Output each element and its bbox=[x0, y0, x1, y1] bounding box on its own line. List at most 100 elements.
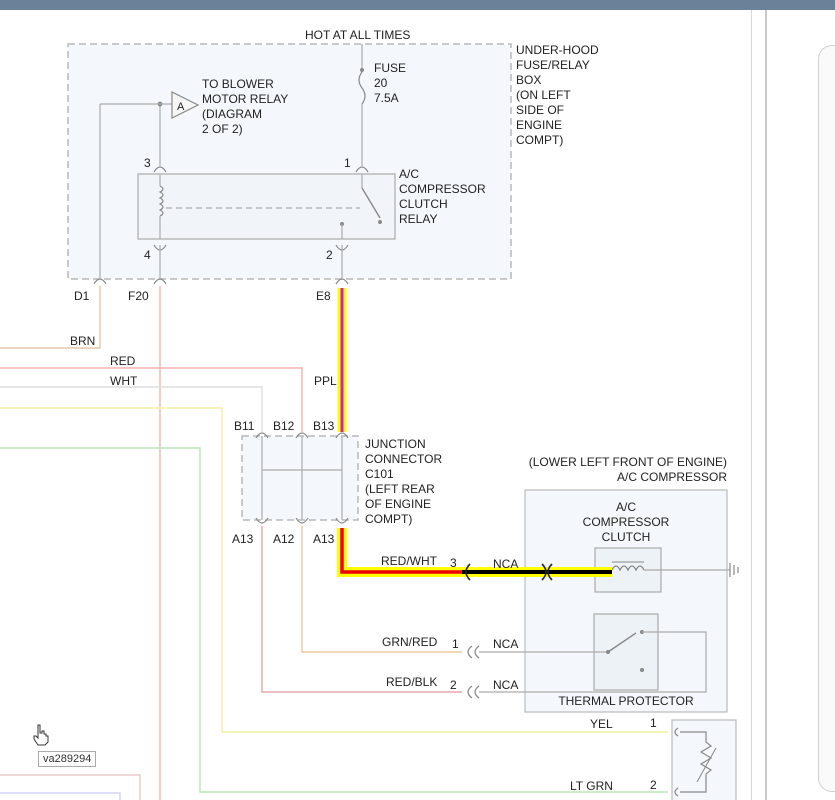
yel-label: YEL bbox=[590, 717, 613, 731]
pin4-label: 4 bbox=[144, 248, 151, 262]
y1-connector bbox=[674, 727, 679, 737]
redblk-wire bbox=[261, 526, 462, 693]
wht-label: WHT bbox=[110, 374, 138, 388]
nca-label-3: NCA bbox=[493, 678, 518, 692]
sensor-variable-arrow bbox=[696, 747, 717, 783]
junction-label-4: (LEFT REAR bbox=[365, 482, 435, 496]
relay-switch-blade bbox=[361, 187, 381, 219]
nca-label-1: NCA bbox=[493, 557, 518, 571]
sensor-resistor-symbol bbox=[680, 731, 713, 793]
relay-label-4: RELAY bbox=[399, 212, 437, 226]
window-top-bar bbox=[0, 0, 835, 10]
fuse-symbol bbox=[358, 71, 366, 105]
grnred-wire bbox=[301, 526, 462, 653]
underhood-label-2: FUSE/RELAY bbox=[516, 58, 590, 72]
brn-label: BRN bbox=[70, 334, 95, 348]
pin3-connector bbox=[153, 166, 167, 173]
c3-connector-left bbox=[465, 563, 471, 581]
pin2-label: 2 bbox=[326, 248, 333, 262]
grnred-label: GRN/RED bbox=[382, 635, 438, 649]
thermal-sensor-dot bbox=[640, 668, 644, 672]
a13-right-connector bbox=[335, 517, 349, 524]
blower-label-2: MOTOR RELAY bbox=[202, 92, 288, 106]
b13-label: B13 bbox=[313, 419, 335, 433]
b11-connector bbox=[255, 432, 269, 439]
b12-label: B12 bbox=[273, 419, 295, 433]
blower-label-1: TO BLOWER bbox=[202, 77, 274, 91]
clutch-coil-symbol bbox=[611, 565, 645, 572]
junction-connector-box bbox=[241, 435, 359, 521]
nca-label-2: NCA bbox=[493, 637, 518, 651]
clutch-label-1: A/C bbox=[616, 500, 636, 514]
thermal-return-wire bbox=[545, 631, 707, 693]
relay-coil-symbol bbox=[158, 185, 164, 217]
tooltip: va289294 bbox=[38, 751, 97, 767]
blower-label-4: 2 OF 2) bbox=[202, 122, 243, 136]
g2-pin-label: 2 bbox=[650, 778, 657, 792]
y1-pin-label: 1 bbox=[650, 716, 657, 730]
fuse-label: FUSE bbox=[374, 61, 406, 75]
hot-feed-node bbox=[360, 68, 364, 72]
red-wire bbox=[0, 367, 303, 432]
underhood-label-6: ENGINE bbox=[516, 118, 562, 132]
c1-pin-label: 1 bbox=[452, 637, 459, 651]
connector-a-label: A bbox=[177, 101, 185, 113]
ltgrn-wire bbox=[0, 447, 668, 793]
thermal-switch-blade bbox=[607, 632, 637, 653]
d1-label: D1 bbox=[74, 289, 90, 303]
wht-wire bbox=[0, 386, 263, 432]
junction-label-5: OF ENGINE bbox=[365, 497, 431, 511]
c2-pin-label: 2 bbox=[450, 678, 457, 692]
redblk-label: RED/BLK bbox=[386, 675, 437, 689]
pane-divider bbox=[751, 10, 752, 800]
bottom-pink-wire bbox=[0, 774, 141, 800]
relay-label-3: CLUTCH bbox=[399, 197, 448, 211]
brn-wire bbox=[0, 286, 101, 349]
bottom-blue-wire bbox=[0, 792, 121, 800]
junction-label-6: COMPT) bbox=[365, 512, 412, 526]
c2-connector-a bbox=[467, 685, 473, 699]
pin1-label: 1 bbox=[344, 156, 351, 170]
clutch-label-2: COMPRESSOR bbox=[583, 515, 670, 529]
redwht-wire bbox=[340, 528, 462, 574]
ltgrn-label: LT GRN bbox=[570, 779, 613, 793]
junction-label-2: CONNECTOR bbox=[365, 452, 442, 466]
blower-label-3: (DIAGRAM bbox=[202, 107, 262, 121]
junction-label-1: JUNCTION bbox=[365, 437, 426, 451]
c3-connector-mid bbox=[541, 563, 547, 581]
c2-connector-b bbox=[474, 685, 480, 699]
pin3-label: 3 bbox=[144, 156, 151, 170]
sensor-box bbox=[671, 719, 737, 800]
c1-connector-a bbox=[467, 645, 473, 659]
f20-connector bbox=[153, 278, 167, 285]
fuse-rating-label: 7.5A bbox=[374, 91, 399, 105]
hot-at-all-times-label: HOT AT ALL TIMES bbox=[305, 28, 410, 42]
c1-connector-b bbox=[474, 645, 480, 659]
a13-left-label: A13 bbox=[232, 532, 254, 546]
d1-connector bbox=[93, 278, 107, 285]
hand-cursor-icon bbox=[33, 724, 49, 746]
b13-connector bbox=[335, 432, 349, 439]
a12-connector bbox=[295, 517, 309, 524]
relay-box bbox=[137, 173, 396, 240]
a12-label: A12 bbox=[273, 532, 295, 546]
b11-label: B11 bbox=[234, 419, 255, 433]
e8-connector bbox=[335, 278, 349, 285]
connector-a-triangle bbox=[171, 91, 200, 119]
e8-label: E8 bbox=[316, 289, 331, 303]
c3-pin-label: 3 bbox=[450, 556, 457, 570]
relay-label-2: COMPRESSOR bbox=[399, 182, 486, 196]
yel-wire bbox=[0, 407, 668, 733]
a13-right-label: A13 bbox=[313, 532, 335, 546]
underhood-label-7: COMPT) bbox=[516, 133, 563, 147]
clutch-label-3: CLUTCH bbox=[602, 530, 651, 544]
underhood-label-1: UNDER-HOOD bbox=[516, 43, 599, 57]
f20-label: F20 bbox=[128, 289, 149, 303]
underhood-box bbox=[67, 43, 512, 280]
relay-label-1: A/C bbox=[399, 167, 419, 181]
red-label: RED bbox=[110, 354, 136, 368]
underhood-label-5: SIDE OF bbox=[516, 103, 564, 117]
relay-switch-contact bbox=[378, 220, 382, 224]
pane-scrollbar-track[interactable] bbox=[765, 10, 767, 800]
redwht-label: RED/WHT bbox=[381, 554, 438, 568]
